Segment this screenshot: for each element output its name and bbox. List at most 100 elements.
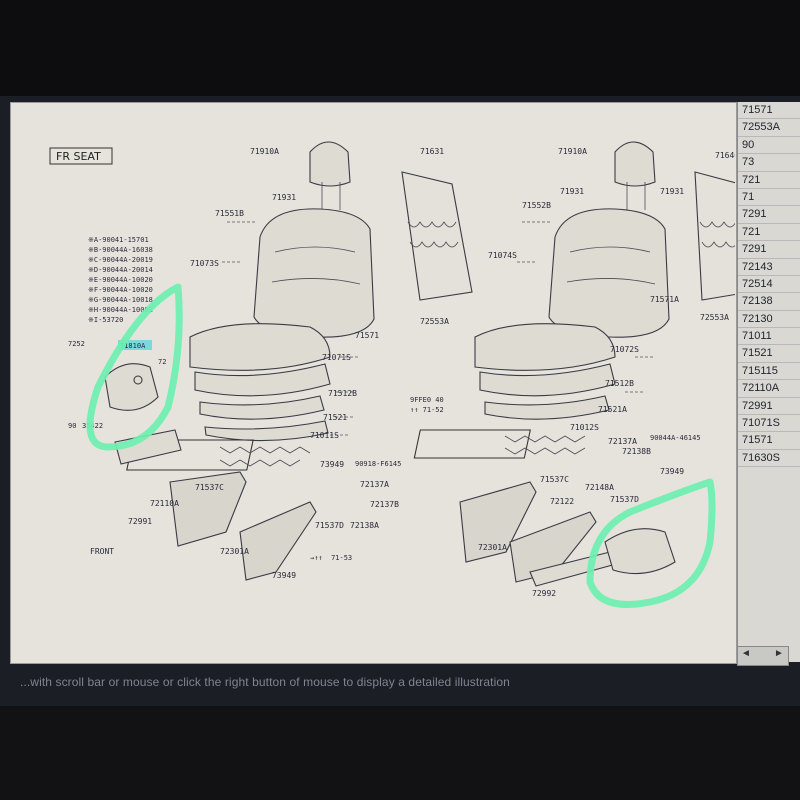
- svg-text:FRONT: FRONT: [90, 547, 114, 556]
- list-item[interactable]: 7291: [738, 206, 800, 224]
- svg-text:71537D: 71537D: [610, 495, 639, 504]
- svg-text:71074S: 71074S: [488, 251, 517, 260]
- svg-text:90: 90: [68, 422, 76, 430]
- svg-text:71512B: 71512B: [328, 389, 357, 398]
- svg-text:72553A: 72553A: [420, 317, 449, 326]
- svg-text:71012S: 71012S: [570, 423, 599, 432]
- svg-text:72301A: 72301A: [478, 543, 507, 552]
- svg-text:※B-90044A-16038: ※B-90044A-16038: [88, 246, 153, 254]
- svg-text:※G-90044A-10018: ※G-90044A-10018: [88, 296, 153, 304]
- svg-text:72138B: 72138B: [622, 447, 651, 456]
- left-cushion: [189, 323, 331, 371]
- svg-text:※F-90044A-10020: ※F-90044A-10020: [88, 286, 153, 294]
- svg-text:71571: 71571: [355, 331, 379, 340]
- svg-text:72: 72: [158, 358, 166, 366]
- list-item[interactable]: 72553A: [738, 119, 800, 137]
- svg-text:90044A-46145: 90044A-46145: [650, 434, 701, 442]
- list-item[interactable]: 72130: [738, 311, 800, 329]
- svg-text:※A-90041-15701: ※A-90041-15701: [88, 236, 149, 244]
- svg-text:71631: 71631: [420, 147, 444, 156]
- left-labels: 71910A 71631 71931 71551B 71073S 71571 7…: [128, 147, 449, 580]
- svg-text:9FFE0 40: 9FFE0 40: [410, 396, 444, 404]
- svg-text:73949: 73949: [320, 460, 344, 469]
- svg-text:71537C: 71537C: [195, 483, 224, 492]
- svg-text:72137A: 72137A: [608, 437, 637, 446]
- left-backrest: [253, 208, 375, 338]
- list-item[interactable]: 72514: [738, 276, 800, 294]
- svg-text:73949: 73949: [272, 571, 296, 580]
- svg-text:→↑↑ 71-53: →↑↑ 71-53: [310, 554, 352, 562]
- right-backrest: [548, 208, 670, 338]
- right-labels: 71910A 71640S 71931 71931 71552B 71074S …: [478, 147, 735, 598]
- left-headrest: [309, 141, 351, 187]
- right-seat-assembly: [413, 141, 735, 587]
- svg-text:72122: 72122: [550, 497, 574, 506]
- list-item[interactable]: 72138: [738, 293, 800, 311]
- list-item[interactable]: 72991: [738, 398, 800, 416]
- annotation-circle-right: [586, 478, 716, 608]
- left-side-cover-component[interactable]: 71810A: [104, 340, 159, 411]
- svg-text:71910A: 71910A: [250, 147, 279, 156]
- svg-text:※I-53720: ※I-53720: [88, 316, 123, 324]
- svg-text:71071S: 71071S: [322, 353, 351, 362]
- svg-text:71512B: 71512B: [605, 379, 634, 388]
- svg-text:72137B: 72137B: [370, 500, 399, 509]
- desk-surface: [0, 706, 800, 800]
- list-item[interactable]: 71011: [738, 328, 800, 346]
- svg-text:71931: 71931: [272, 193, 296, 202]
- svg-text:71552B: 71552B: [522, 201, 551, 210]
- highlighted-part-label: 71810A: [120, 342, 146, 350]
- svg-text:71931: 71931: [560, 187, 584, 196]
- list-item[interactable]: 71571: [738, 102, 800, 120]
- title-text: FR SEAT: [56, 150, 101, 163]
- svg-text:※E-90044A-10020: ※E-90044A-10020: [88, 276, 153, 284]
- svg-text:※C-90044A-20019: ※C-90044A-20019: [88, 256, 153, 264]
- svg-text:71931: 71931: [660, 187, 684, 196]
- svg-text:72301A: 72301A: [220, 547, 249, 556]
- svg-text:72148A: 72148A: [585, 483, 614, 492]
- svg-text:90918-F6145: 90918-F6145: [355, 460, 401, 468]
- list-item[interactable]: 73: [738, 154, 800, 172]
- svg-text:71910A: 71910A: [558, 147, 587, 156]
- list-item[interactable]: 71071S: [738, 415, 800, 433]
- svg-text:72137A: 72137A: [360, 480, 389, 489]
- list-item[interactable]: 721: [738, 172, 800, 189]
- svg-text:71537D: 71537D: [315, 521, 344, 530]
- left-lever-part: [104, 363, 159, 411]
- status-caption: ...with scroll bar or mouse or click the…: [20, 675, 510, 689]
- svg-text:71521A: 71521A: [598, 405, 627, 414]
- svg-text:※D-90044A-20014: ※D-90044A-20014: [88, 266, 153, 274]
- svg-text:71521: 71521: [323, 413, 347, 422]
- list-item[interactable]: 71571: [738, 432, 800, 450]
- highlighted-part-tag: [118, 340, 152, 350]
- left-seat-assembly: [114, 141, 473, 581]
- scroll-right-icon[interactable]: ►: [774, 648, 784, 659]
- list-item[interactable]: 71630S: [738, 450, 800, 468]
- svg-text:71551B: 71551B: [215, 209, 244, 218]
- horizontal-scrollbar[interactable]: ◄ ►: [737, 646, 789, 666]
- svg-text:↑↑ 71-52: ↑↑ 71-52: [410, 406, 444, 414]
- list-item[interactable]: 72143: [738, 259, 800, 276]
- list-item[interactable]: 715115: [738, 363, 800, 381]
- right-headrest: [614, 141, 656, 187]
- svg-text:72138A: 72138A: [350, 521, 379, 530]
- svg-text:72992: 72992: [532, 589, 556, 598]
- list-item[interactable]: 721: [738, 224, 800, 242]
- svg-text:71011S: 71011S: [310, 431, 339, 440]
- list-item[interactable]: 7291: [738, 241, 800, 259]
- list-item[interactable]: 71: [738, 189, 800, 207]
- svg-text:71571A: 71571A: [650, 295, 679, 304]
- title-box: FR SEAT: [49, 147, 113, 165]
- svg-text:73949: 73949: [660, 467, 684, 476]
- svg-text:72110A: 72110A: [150, 499, 179, 508]
- svg-text:71537C: 71537C: [540, 475, 569, 484]
- svg-text:71072S: 71072S: [610, 345, 639, 354]
- parts-diagram[interactable]: FR SEAT: [10, 102, 735, 662]
- svg-text:71073S: 71073S: [190, 259, 219, 268]
- scroll-left-icon[interactable]: ◄: [741, 648, 751, 659]
- svg-text:※H-90044A-10091: ※H-90044A-10091: [88, 306, 153, 314]
- list-item[interactable]: 90: [738, 137, 800, 155]
- list-item[interactable]: 71521: [738, 345, 800, 363]
- part-number-list[interactable]: 71571 72553A 90 73 721 71 7291 721 7291 …: [737, 102, 800, 662]
- list-item[interactable]: 72110A: [738, 380, 800, 398]
